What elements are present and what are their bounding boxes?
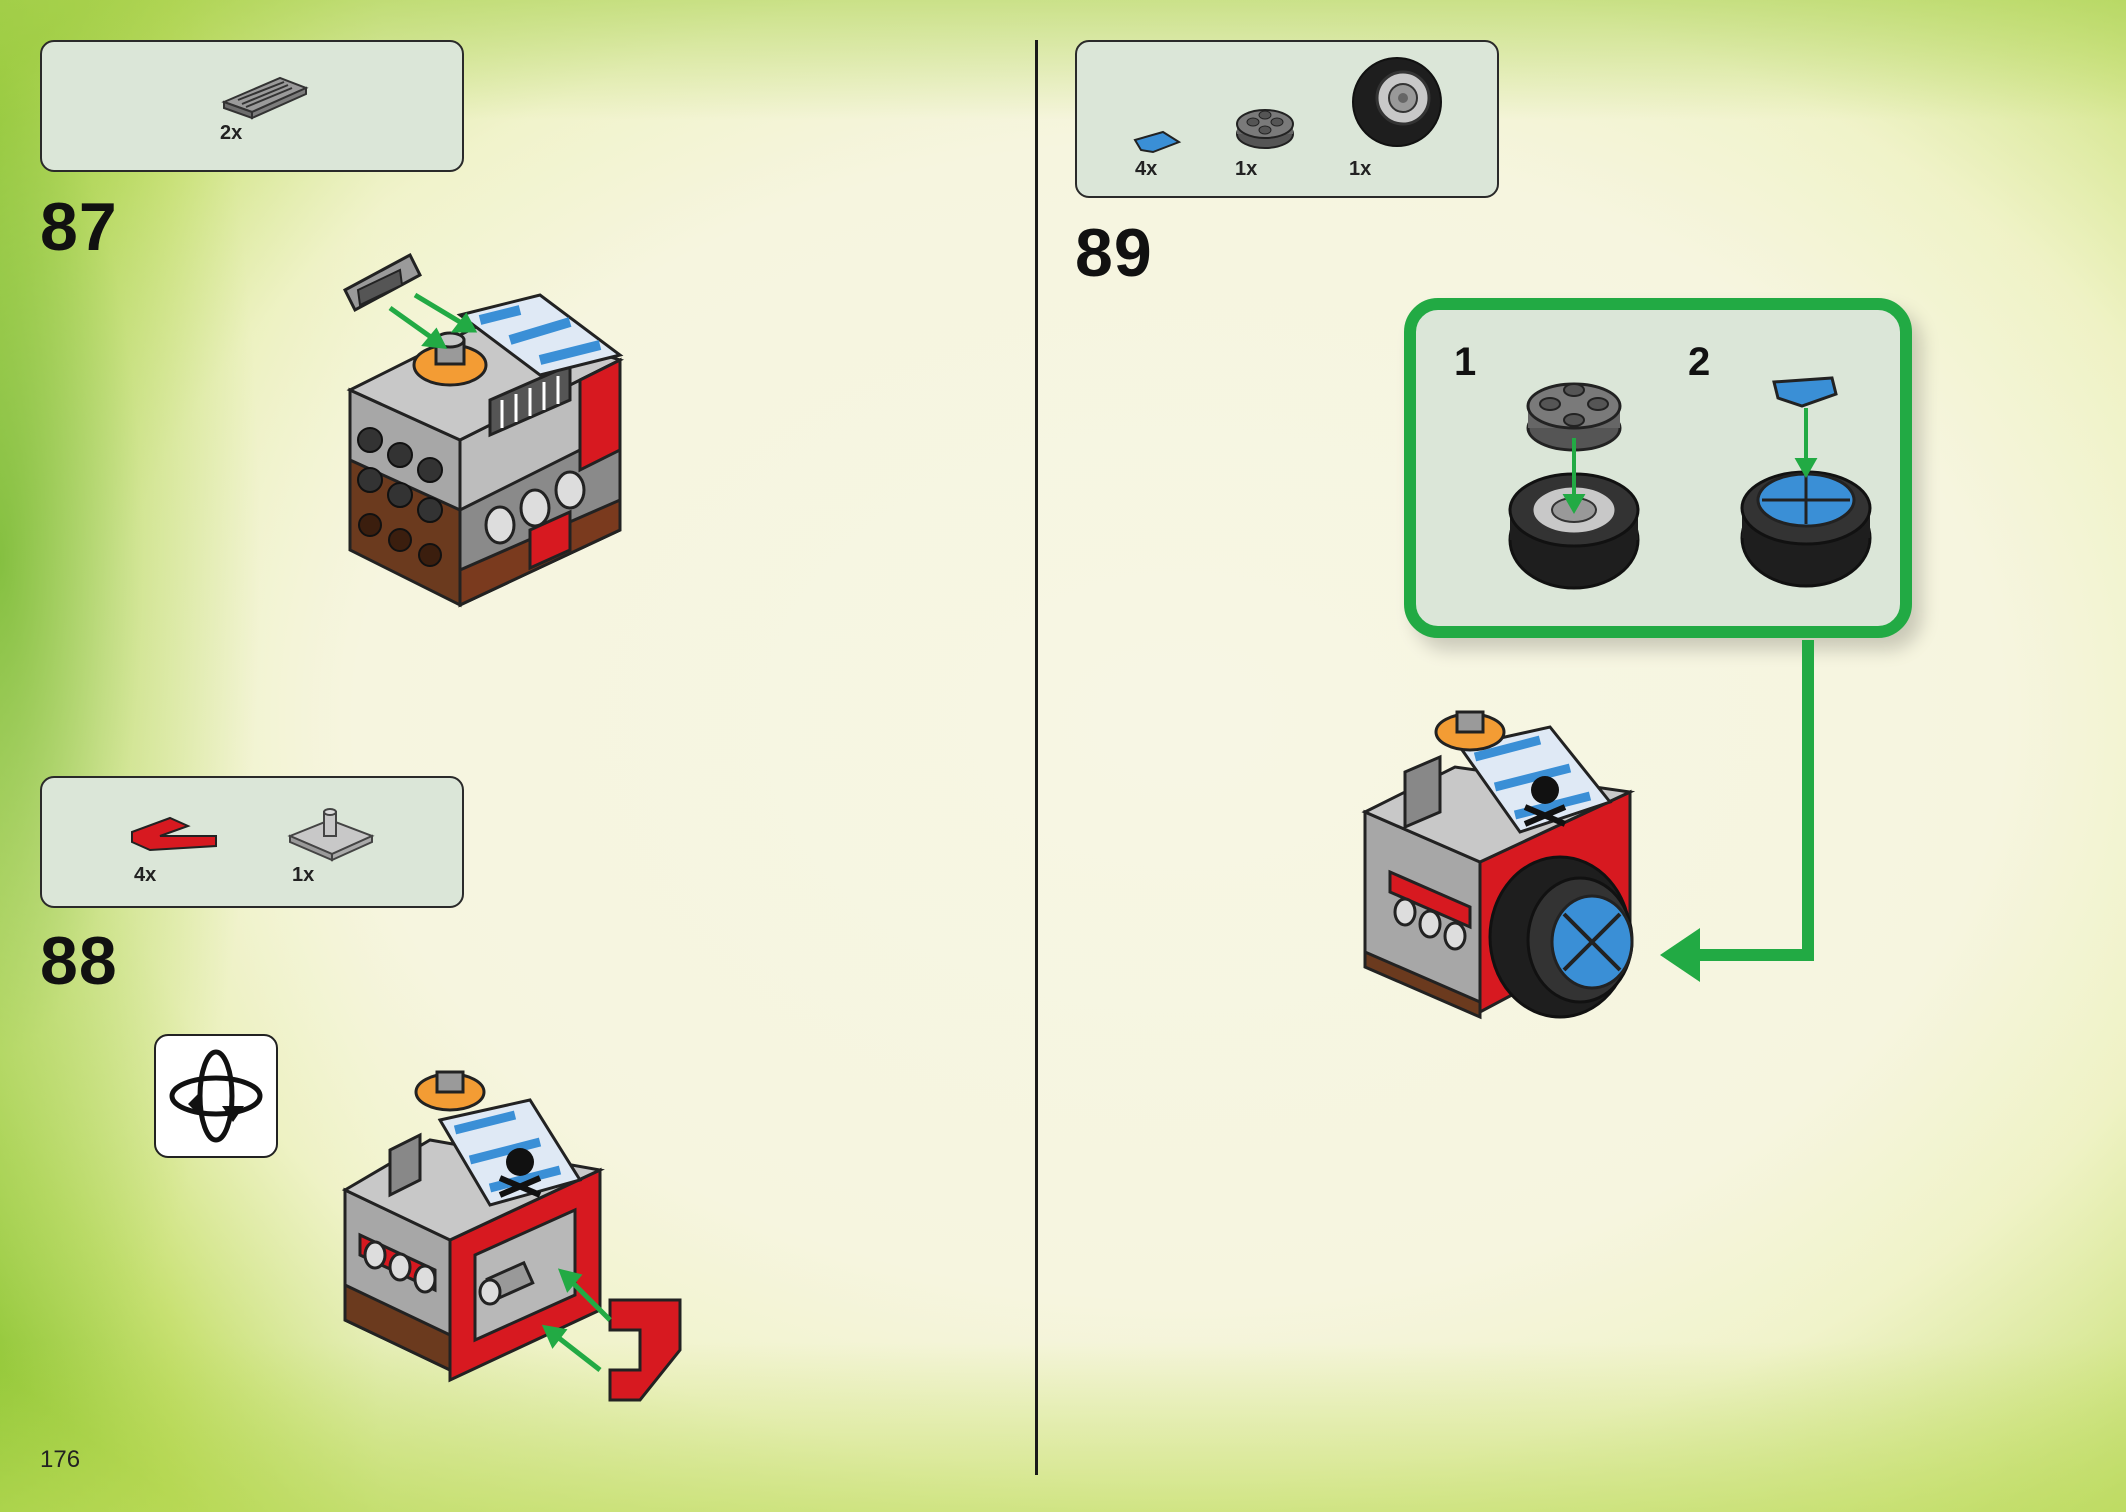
substep-number: 1 [1454,340,1477,384]
step-87-assembly-illustration [343,252,625,608]
part-qty: 1x [292,864,315,886]
blue-quarter-tile-icon [1133,130,1182,154]
step-89-assembly-illustration [1361,710,1636,1020]
substep-2-illustration [1740,376,1872,588]
parts-box-step-89: 4x 1x 1x [1075,40,1499,198]
part-qty: 1x [1349,158,1372,180]
grille-slope-part-icon [221,76,309,120]
rotate-model-box [154,1034,278,1158]
substep-1-illustration [1508,382,1640,590]
parts-box-step-88: 4x 1x [40,776,464,908]
page-divider [1035,40,1038,1475]
page-number: 176 [40,1446,81,1473]
part-qty: 4x [134,864,157,886]
gray-pin-plate-icon [287,808,375,862]
gray-round-plate-icon [1236,109,1294,149]
rotate-icon [169,1049,263,1143]
callout-connector-arrow [1660,640,1814,982]
red-corner-plate-icon [131,816,217,852]
step-number: 88 [40,923,118,999]
step-number: 87 [40,189,118,265]
part-qty: 1x [1235,158,1258,180]
step-88-assembly-illustration [341,1070,682,1402]
wheel-tire-icon [1352,57,1442,147]
parts-box-step-87: 2x [40,40,464,172]
background-glow-left [0,0,260,1512]
part-qty: 2x [220,122,243,144]
step-number: 89 [1075,215,1153,291]
part-qty: 4x [1135,158,1158,180]
sub-assembly-callout: 1 2 [1404,298,1912,638]
substep-number: 2 [1688,340,1711,384]
background-glow-bottom [0,1342,2126,1512]
